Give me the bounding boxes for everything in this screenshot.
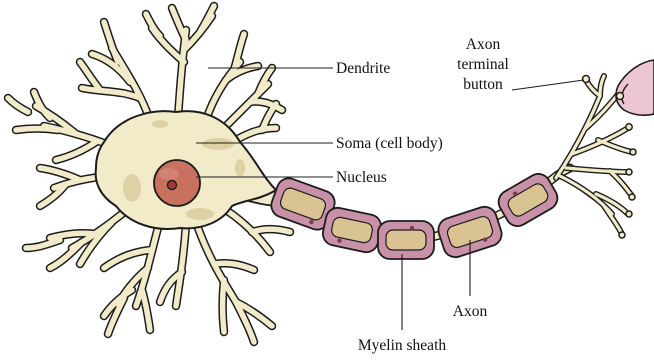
nucleus-highlight [159, 168, 179, 180]
nucleus [154, 160, 200, 206]
myelin-segment [321, 206, 384, 255]
label-soma: Soma (cell body) [336, 135, 443, 152]
myelin-sheath [268, 170, 562, 261]
label-nucleus: Nucleus [336, 169, 387, 186]
label-axon-terminal-line1: Axon [466, 36, 501, 53]
label-axon-terminal-line3: button [463, 76, 503, 93]
label-dendrite: Dendrite [336, 60, 390, 77]
myelin-segment [378, 221, 434, 259]
nucleolus [168, 181, 177, 190]
label-axon-terminal-line2: terminal [457, 56, 509, 73]
target-cell [616, 60, 654, 115]
label-myelin-sheath: Myelin sheath [358, 337, 446, 354]
label-axon: Axon [453, 303, 488, 320]
